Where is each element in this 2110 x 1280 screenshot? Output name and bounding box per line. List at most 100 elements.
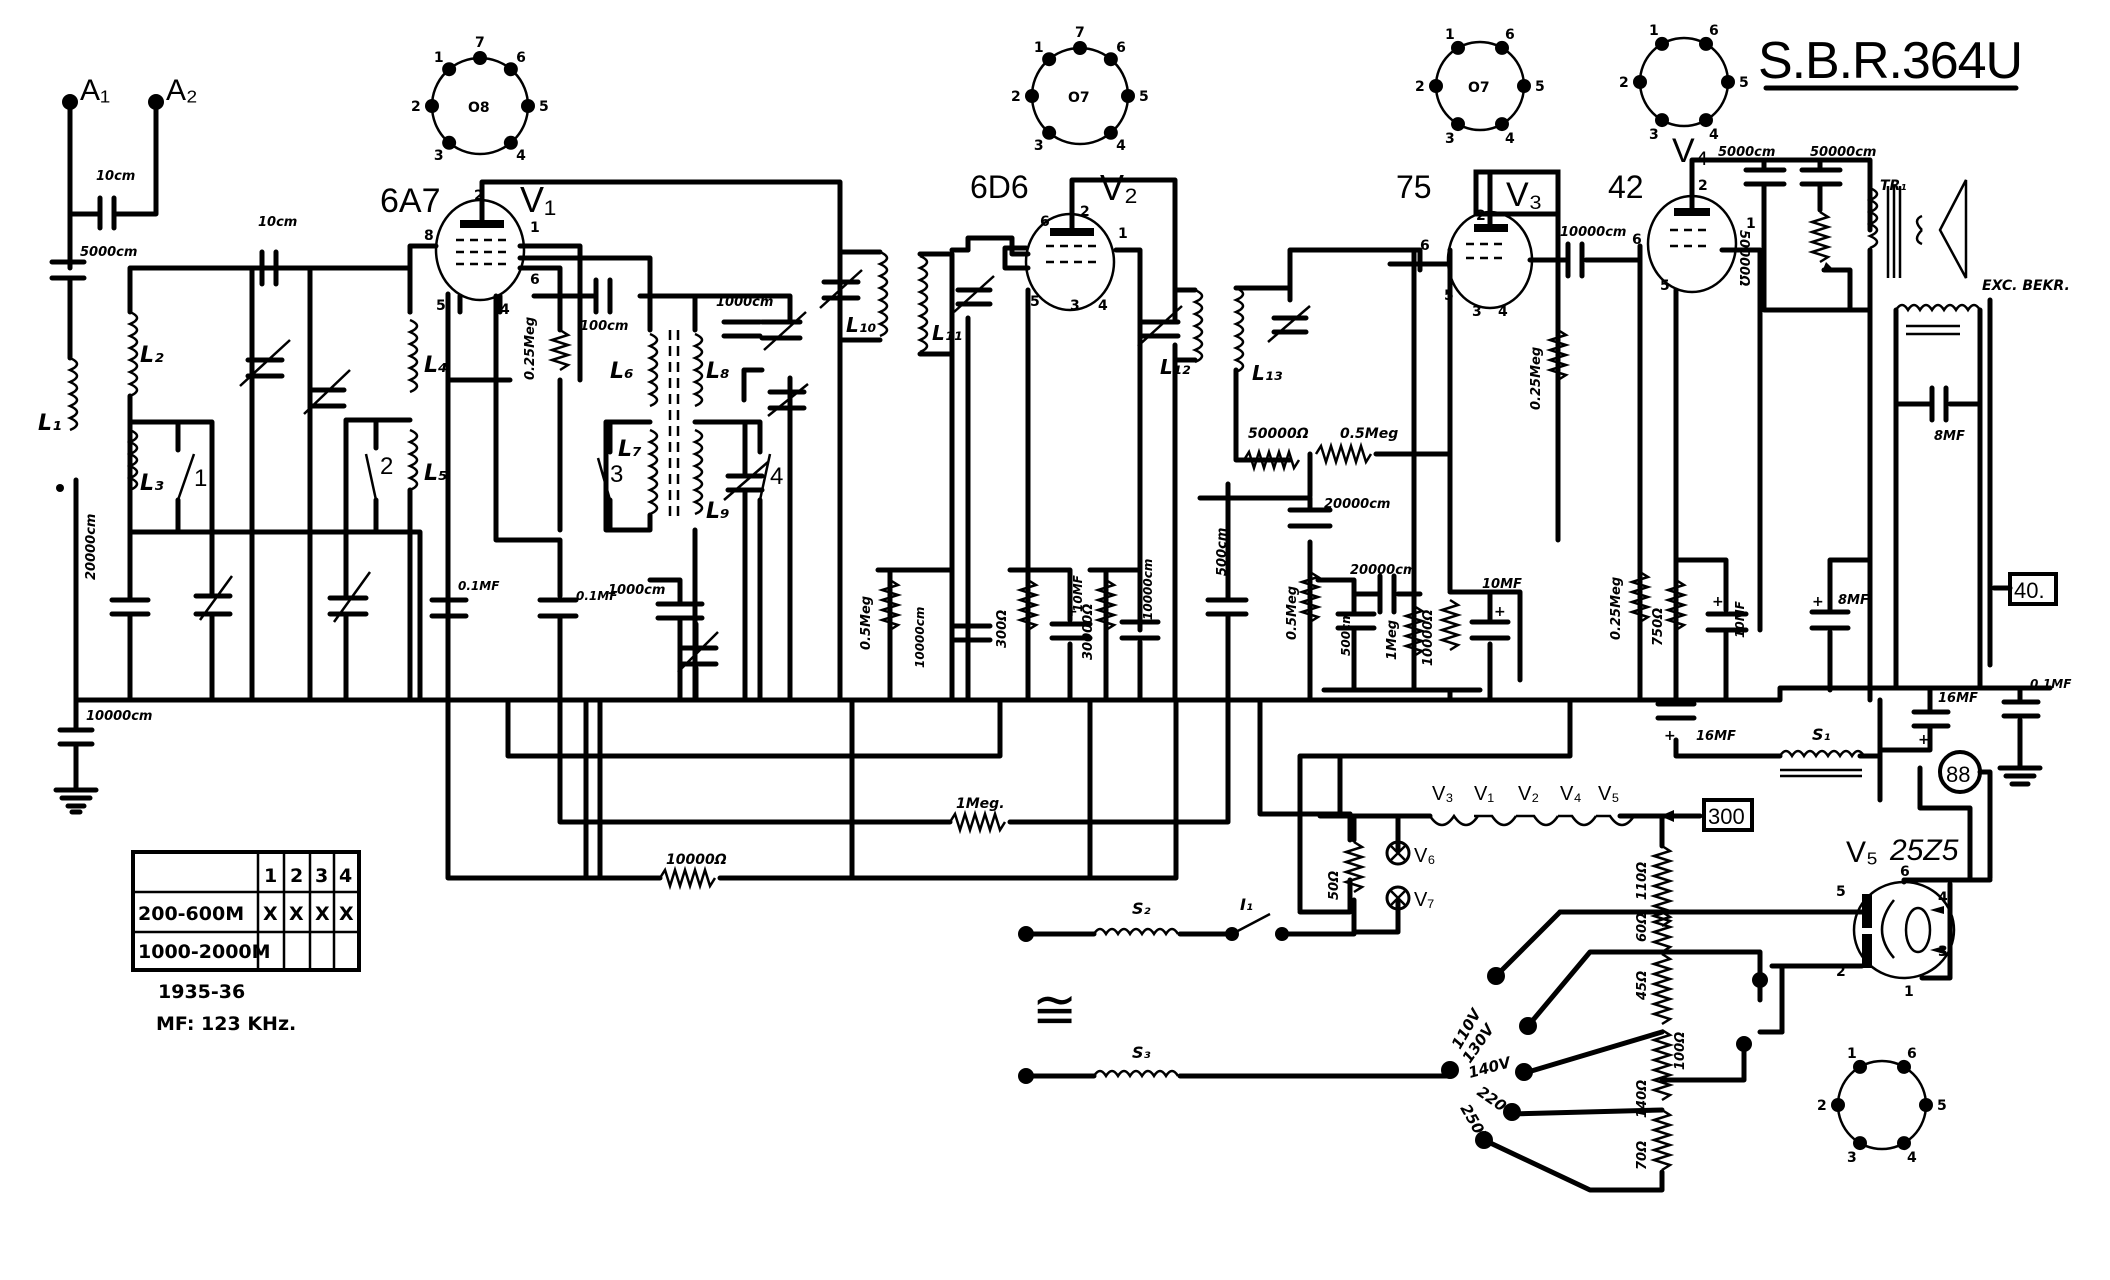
socket-pin xyxy=(473,51,487,65)
svg-text:8MF: 8MF xyxy=(1934,429,1965,444)
svg-text:1Meg: 1Meg xyxy=(1385,620,1400,660)
socket-pin xyxy=(503,135,518,150)
coil-l3-label: L₃ xyxy=(140,471,164,496)
svg-text:500cm: 500cm xyxy=(1339,611,1353,656)
detector-section: L₁₃ 50000Ω 0.5Meg 20000cm 500cm 0.5Meg 5… xyxy=(1197,247,1523,703)
svg-text:16MF: 16MF xyxy=(1696,729,1736,744)
svg-text:2: 2 xyxy=(1836,964,1846,980)
socket-pin-label: 6 xyxy=(1116,40,1126,56)
socket-key-label: O8 xyxy=(468,100,490,116)
svg-text:6: 6 xyxy=(1420,238,1430,254)
switch-1-label: 1 xyxy=(194,465,207,492)
svg-text:45Ω: 45Ω xyxy=(1635,971,1650,1001)
svg-text:8: 8 xyxy=(424,228,434,244)
lamp-v7-label: V₇ xyxy=(1414,889,1434,911)
coil-l12: L₁₂ xyxy=(1137,287,1204,703)
svg-text:16MF: 16MF xyxy=(1938,691,1978,706)
tube-v5-ref: V₅ xyxy=(1846,836,1878,869)
socket-pin xyxy=(1025,89,1039,103)
socket-pin xyxy=(442,62,457,77)
socket-pin xyxy=(1831,1098,1845,1112)
svg-text:1: 1 xyxy=(1118,226,1128,242)
svg-text:0.25Meg: 0.25Meg xyxy=(523,317,538,380)
socket-pin-label: 7 xyxy=(475,35,485,51)
band-row-2-label: 1000-2000M xyxy=(138,941,271,963)
v2-cathode-network: 0.5Meg 10000cm 300Ω 10MF + 30000Ω 10000c… xyxy=(859,559,1161,703)
svg-text:3: 3 xyxy=(1938,944,1948,960)
svg-text:+: + xyxy=(1066,604,1078,620)
antenna-section: A₁ A₂ 10cm 5000cm L₁ xyxy=(38,74,198,703)
svg-text:1: 1 xyxy=(1746,216,1756,232)
marker-300-box xyxy=(1702,798,1754,832)
svg-text:50Ω: 50Ω xyxy=(1327,871,1342,900)
socket-pin xyxy=(1103,52,1118,67)
svg-text:20000cm: 20000cm xyxy=(1350,563,1416,578)
svg-text:70Ω: 70Ω xyxy=(1635,1141,1650,1170)
socket-pin-label: 2 xyxy=(1011,89,1021,105)
svg-text:10000cm: 10000cm xyxy=(1141,559,1155,620)
svg-text:10MF: 10MF xyxy=(1733,600,1747,638)
heater-v3: V₃ xyxy=(1432,783,1453,805)
svg-text:5: 5 xyxy=(436,298,446,314)
svg-text:0.1MF: 0.1MF xyxy=(458,579,500,593)
svg-text:1000cm: 1000cm xyxy=(716,295,773,310)
socket-pin-label: 3 xyxy=(434,148,444,164)
switch-2-label: 2 xyxy=(380,453,393,480)
heater-v4: V₄ xyxy=(1560,783,1582,805)
socket-pin xyxy=(442,135,457,150)
svg-text:6: 6 xyxy=(1040,214,1050,230)
coil-l11-label: L₁₁ xyxy=(932,321,962,345)
socket-pin xyxy=(1073,41,1087,55)
filter-section: + 8MF 40. + 16MF + 16MF 0.1MF S₁ 88 xyxy=(1655,297,2072,883)
coil-l5-label: L₅ xyxy=(424,461,448,486)
socket-pin-label: 5 xyxy=(539,99,549,115)
socket-pin-label: 2 xyxy=(1817,1098,1827,1114)
band-table-header-1: 1 xyxy=(264,865,277,887)
svg-text:10000cm: 10000cm xyxy=(1560,225,1626,240)
ground-left: 10000cm xyxy=(53,697,152,815)
tube-v5: 25Z5 V₅ 56 43 21 xyxy=(1557,834,1993,1035)
svg-text:5000cm: 5000cm xyxy=(80,245,137,260)
socket-pin xyxy=(1655,113,1669,128)
tube-v4-type: 42 xyxy=(1608,169,1644,205)
socket-pin xyxy=(1853,1136,1867,1151)
svg-text:0.5Meg: 0.5Meg xyxy=(1285,586,1300,640)
model-title: S.B.R.364U xyxy=(1758,32,2023,90)
marker-40-box xyxy=(2008,572,2058,606)
socket-pin-label: 2 xyxy=(1415,79,1425,95)
socket-pin xyxy=(1042,125,1057,140)
band-row-1-cell-2: X xyxy=(289,903,304,925)
band-row-1-cell-4: X xyxy=(339,903,354,925)
coil-l2-label: L₂ xyxy=(140,343,164,368)
coil-l4-label: L₄ xyxy=(424,353,448,378)
band-table-header-2: 2 xyxy=(290,865,303,887)
tube-v3-type: 75 xyxy=(1396,169,1432,205)
socket-pin xyxy=(1897,1059,1911,1074)
svg-text:10MF: 10MF xyxy=(1071,574,1085,612)
band-row-1-label: 200-600M xyxy=(138,903,244,925)
band-table: 1 2 3 4 200-600M X X X X 1000-2000M xyxy=(131,850,361,972)
svg-text:3: 3 xyxy=(1070,298,1080,314)
svg-text:4: 4 xyxy=(1498,304,1508,320)
socket-pin-label: 3 xyxy=(1445,131,1455,147)
pilot-lamp-v7 xyxy=(1385,885,1411,911)
svg-text:4: 4 xyxy=(500,302,510,318)
socket-key-label: O7 xyxy=(1468,80,1490,96)
socket-pin-label: 3 xyxy=(1034,138,1044,154)
socket-pin xyxy=(1699,36,1713,51)
socket-pin xyxy=(1897,1136,1911,1151)
socket-pin-label: 3 xyxy=(1649,127,1659,143)
speaker-icon xyxy=(1938,179,1968,279)
socket-pin-label: 1 xyxy=(434,50,444,66)
socket-pin-label: 4 xyxy=(1505,131,1515,147)
svg-text:5: 5 xyxy=(1660,278,1670,294)
svg-text:10000cm: 10000cm xyxy=(913,607,927,668)
tube-v1-type: 6A7 xyxy=(380,182,441,220)
socket-pin-label: 4 xyxy=(516,148,526,164)
socket-pin-label: 5 xyxy=(1535,79,1545,95)
